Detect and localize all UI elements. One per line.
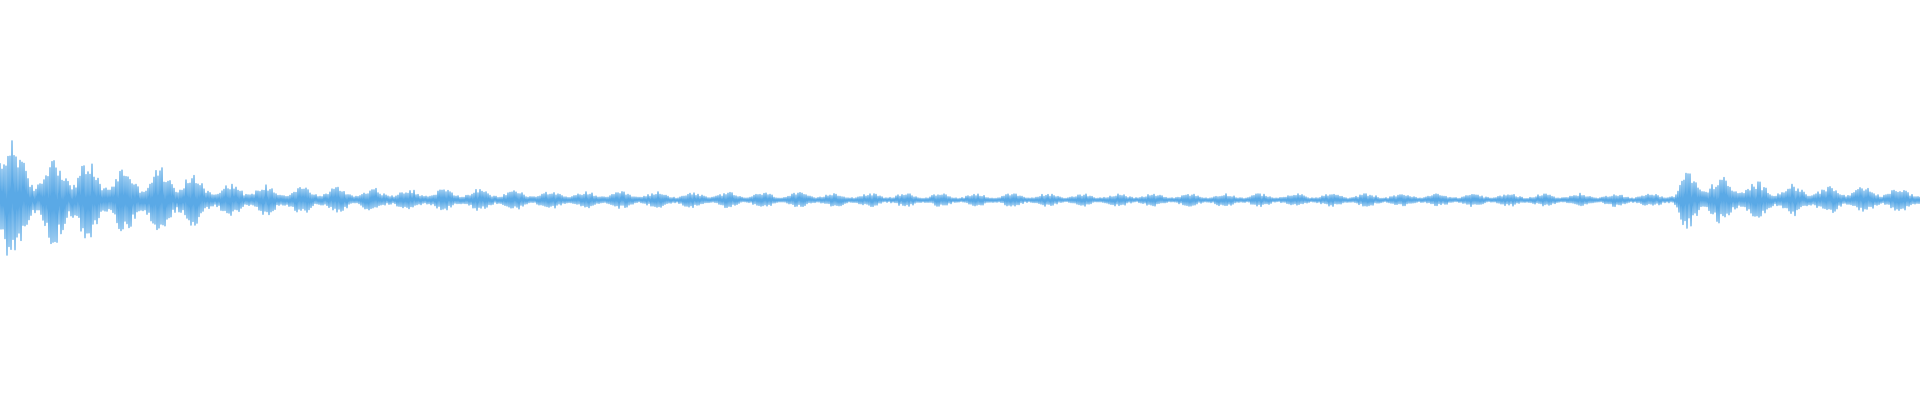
waveform-trace	[0, 140, 1920, 256]
